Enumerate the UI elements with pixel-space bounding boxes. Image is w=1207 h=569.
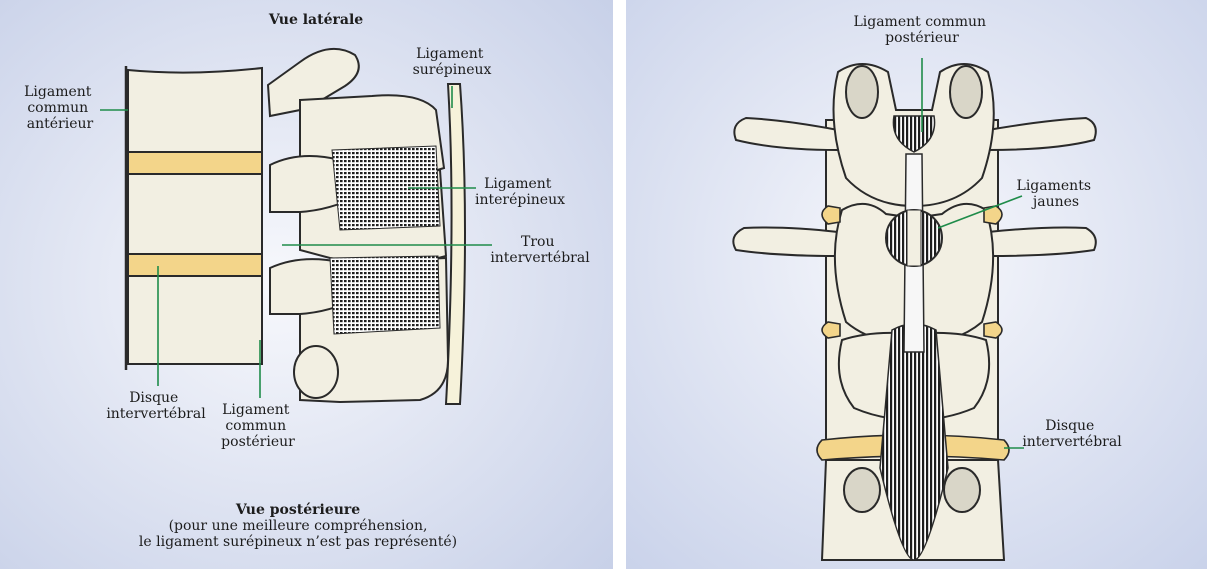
transverse-process-middle-left — [733, 228, 838, 257]
label-lig-inter: Ligament interépineux — [475, 176, 565, 208]
caption-title: Vue postérieure — [235, 502, 360, 518]
lateral-view-diagram: Vue latérale Ligament commun — [0, 0, 613, 569]
lateral-view-title: Vue latérale — [268, 12, 363, 28]
disc-upper-left — [822, 206, 840, 224]
flavum-gap — [907, 210, 921, 266]
caption-line-2: le ligament surépineux n’est pas représe… — [139, 534, 457, 550]
disc-middle-left — [822, 322, 840, 338]
caption-line-1: (pour une meilleure compréhension, — [169, 518, 428, 534]
lower-facet-left — [844, 468, 880, 512]
lower-facet-right — [944, 468, 980, 512]
lateral-view-panel: Vue latérale Ligament commun — [0, 0, 613, 569]
intervertebral-disc-1 — [128, 152, 262, 174]
transverse-process-middle-right — [988, 228, 1096, 257]
vertebral-body-1 — [128, 68, 262, 152]
label-lig-ant: Ligament commun antérieur — [24, 84, 96, 132]
intervertebral-disc-2 — [128, 254, 262, 276]
upper-facet-left — [846, 66, 878, 118]
interspinous-ligament-2 — [330, 256, 440, 334]
posterior-view-panel: Ligament commun postérieur Ligaments jau… — [626, 0, 1207, 569]
posterior-view-diagram: Ligament commun postérieur Ligaments jau… — [626, 0, 1207, 569]
articular-facet — [294, 346, 338, 398]
disc-middle-right — [984, 322, 1002, 338]
label-lig-sur: Ligament surépineux — [413, 46, 492, 78]
vertebral-body-3 — [128, 276, 262, 364]
vertebral-body-2 — [128, 174, 262, 254]
upper-facet-right — [950, 66, 982, 118]
label-lig-post: Ligament commun postérieur — [221, 402, 295, 450]
